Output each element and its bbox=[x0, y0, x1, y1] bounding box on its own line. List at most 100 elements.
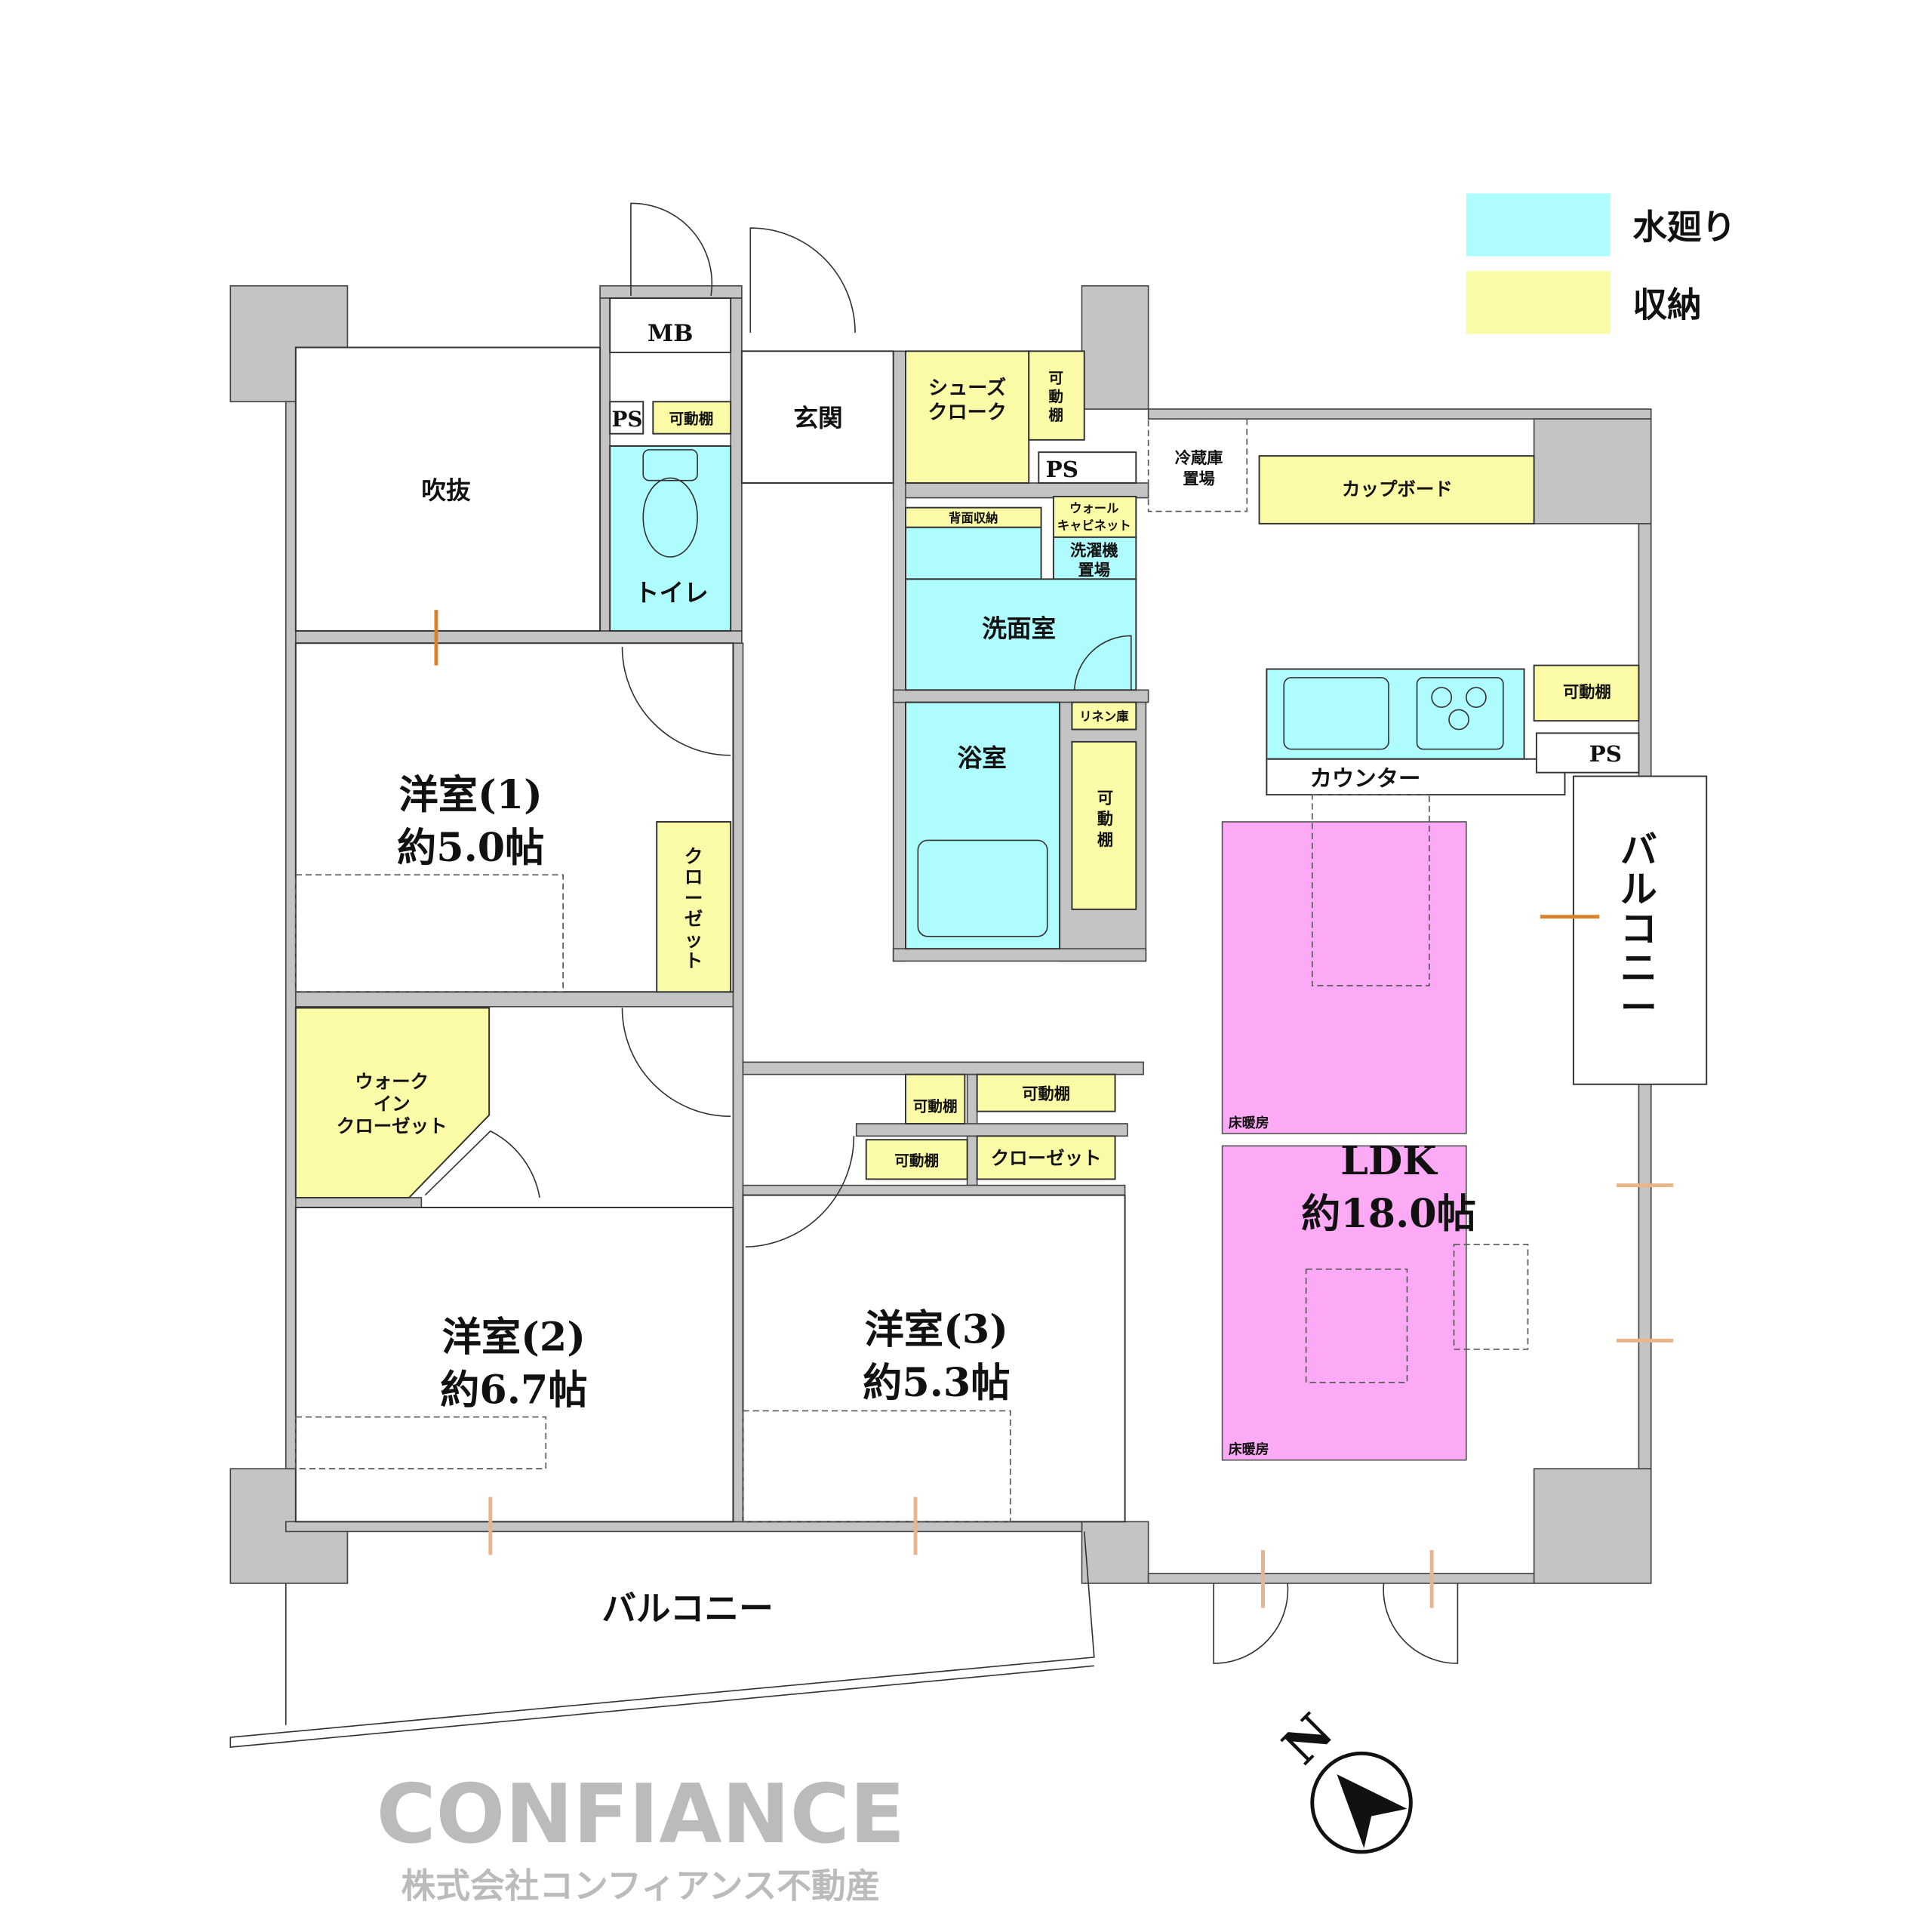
floor-heating-zone-2 bbox=[1221, 1145, 1467, 1461]
legend: 水廻り 収納 bbox=[1466, 193, 1736, 334]
counter-label: カウンター bbox=[1310, 765, 1421, 792]
western1-name: 洋室(1) bbox=[399, 772, 543, 818]
sink-icon bbox=[1283, 677, 1389, 750]
balcony-bottom[interactable] bbox=[229, 1531, 1095, 1748]
western3-size: 約5.3帖 bbox=[863, 1360, 1010, 1406]
western1-size: 約5.0帖 bbox=[397, 825, 544, 871]
ps-label-3: PS bbox=[1589, 740, 1622, 767]
counter bbox=[1266, 758, 1566, 796]
svg-text:コ: コ bbox=[1620, 906, 1657, 950]
linen-label: リネン庫 bbox=[1079, 709, 1128, 724]
balcony-right-label: バ ル コ ニ ー bbox=[1620, 828, 1657, 1029]
void-area bbox=[294, 346, 601, 632]
room3-door[interactable] bbox=[745, 1136, 855, 1248]
washer-label: 洗濯機 bbox=[1070, 541, 1118, 560]
bed-1 bbox=[295, 874, 564, 993]
bath-shelf-label: 動 bbox=[1097, 810, 1113, 829]
bed-2 bbox=[295, 1416, 547, 1469]
toilet-icon bbox=[642, 449, 698, 481]
bathroom bbox=[905, 701, 1061, 950]
washroom bbox=[905, 578, 1137, 691]
kitchen-shelf bbox=[1533, 664, 1640, 722]
shelf-b-label: 可動棚 bbox=[1022, 1084, 1070, 1103]
sofa bbox=[1305, 1268, 1408, 1383]
wall-cabinet-label: キャビネット bbox=[1057, 518, 1131, 533]
entrance-shelf-label: 棚 bbox=[1048, 407, 1063, 424]
cupboard-label: カップボード bbox=[1342, 478, 1453, 500]
ps-box-2 bbox=[1038, 451, 1137, 484]
mb-label: MB bbox=[648, 320, 694, 347]
room2-door[interactable] bbox=[621, 1008, 731, 1117]
toilet-bowl-icon bbox=[642, 477, 698, 558]
closet1-label: ク ロ ー ゼ ッ ト bbox=[685, 845, 703, 972]
room1-door[interactable] bbox=[621, 647, 731, 756]
shelf-a bbox=[905, 1073, 966, 1124]
entrance-shelf-label: 可 bbox=[1048, 370, 1063, 387]
toilet-label: トイレ bbox=[635, 578, 709, 608]
washroom-door[interactable] bbox=[1073, 635, 1132, 691]
floor-heating-label: 床暖房 bbox=[1229, 1115, 1269, 1131]
wic-label: ウォーク bbox=[355, 1071, 429, 1093]
entrance-shelf-label: 動 bbox=[1048, 388, 1063, 405]
bath-label: 浴室 bbox=[958, 743, 1007, 773]
balcony-right[interactable] bbox=[1572, 775, 1708, 1085]
cupboard bbox=[1258, 455, 1535, 525]
void-label: 吹抜 bbox=[421, 475, 471, 505]
legend-storage-label: 収納 bbox=[1632, 285, 1701, 325]
shelf-c-label: 可動棚 bbox=[894, 1152, 939, 1169]
washer-space bbox=[1052, 536, 1137, 580]
legend-storage-swatch bbox=[1466, 271, 1611, 334]
bath-shelf-label: 棚 bbox=[1097, 831, 1113, 850]
washroom-label: 洗面室 bbox=[982, 614, 1056, 643]
ldk-door-1[interactable] bbox=[1213, 1583, 1289, 1664]
kitchen bbox=[1266, 668, 1525, 760]
toilet-shelf bbox=[652, 401, 732, 435]
ps-box-1 bbox=[609, 401, 645, 435]
burner-icon bbox=[1466, 687, 1487, 708]
western2-size: 約6.7帖 bbox=[440, 1367, 587, 1414]
entrance-door[interactable] bbox=[749, 227, 856, 333]
legend-wet-swatch bbox=[1466, 193, 1611, 257]
back-storage-label: 背面収納 bbox=[949, 511, 998, 525]
compass: N bbox=[1272, 1703, 1413, 1854]
fridge-label: 冷蔵庫 bbox=[1175, 448, 1223, 468]
western-room-3 bbox=[742, 1194, 1126, 1523]
ps-box-3 bbox=[1535, 732, 1640, 774]
svg-text:ニ: ニ bbox=[1620, 946, 1657, 990]
svg-text:ロ: ロ bbox=[685, 866, 703, 888]
ps-label-2: PS bbox=[1046, 456, 1078, 482]
burner-icon bbox=[1448, 709, 1469, 731]
shelf-c bbox=[865, 1139, 968, 1180]
bath-shelf-label: 可 bbox=[1097, 789, 1113, 808]
toilet-room bbox=[609, 445, 732, 632]
ps-label-1: PS bbox=[612, 407, 643, 432]
wic-door[interactable] bbox=[424, 1130, 540, 1198]
ldk-door-2[interactable] bbox=[1383, 1583, 1459, 1664]
burner-icon bbox=[1431, 687, 1453, 708]
ldk-name: LDK bbox=[1340, 1138, 1438, 1184]
shelf-b bbox=[976, 1073, 1116, 1112]
western2-name: 洋室(2) bbox=[442, 1314, 586, 1360]
bath-shelf bbox=[1071, 740, 1137, 910]
legend-wet-label: 水廻り bbox=[1632, 207, 1736, 248]
entrance-shelf bbox=[1028, 350, 1085, 441]
mb-door[interactable] bbox=[630, 202, 713, 296]
svg-text:バ: バ bbox=[1620, 828, 1657, 872]
north-arrow-icon bbox=[1337, 1774, 1407, 1848]
svg-text:ゼ: ゼ bbox=[685, 908, 703, 930]
shoes-cloak-label: シューズ bbox=[928, 376, 1006, 399]
watermark-brand: CONFIANCE bbox=[377, 1767, 906, 1862]
entrance-area bbox=[740, 350, 894, 484]
svg-text:ー: ー bbox=[685, 887, 703, 909]
shoes-cloak-label: クローク bbox=[928, 401, 1006, 424]
closet3-label: クローゼット bbox=[991, 1147, 1102, 1169]
svg-text:ッ: ッ bbox=[685, 929, 703, 951]
ldk-size: 約18.0帖 bbox=[1301, 1191, 1476, 1237]
svg-text:ー: ー bbox=[1620, 986, 1657, 1029]
vanity bbox=[905, 526, 1042, 580]
closet-1 bbox=[656, 821, 732, 993]
wall-cabinet-label: ウォール bbox=[1069, 501, 1118, 515]
ventilation-arrows bbox=[434, 610, 1674, 1608]
bathtub bbox=[917, 839, 1048, 937]
